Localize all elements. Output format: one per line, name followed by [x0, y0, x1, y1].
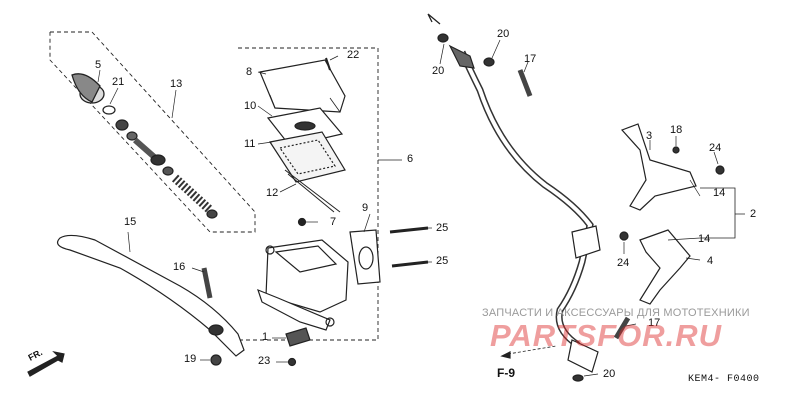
hose-clamp-4	[639, 229, 691, 305]
callout-21: 21	[112, 76, 125, 88]
brake-switch	[285, 327, 311, 347]
callout-14-b: 14	[698, 233, 711, 245]
washer-20b	[483, 57, 495, 67]
callout-24-b: 24	[617, 257, 630, 269]
washer-20c	[572, 374, 584, 382]
callout-8: 8	[246, 66, 253, 78]
nut-19	[210, 354, 222, 366]
callout-20-a: 20	[432, 65, 445, 77]
piston-spring-assembly	[115, 119, 218, 219]
callout-1: 1	[262, 331, 269, 343]
hose-fitting-bottom	[567, 339, 599, 373]
hose-fitting-top	[448, 44, 475, 69]
callout-25-lower: 25	[436, 255, 449, 267]
callout-3: 3	[646, 130, 653, 142]
screw-22	[325, 57, 331, 71]
callout-6: 6	[407, 153, 414, 165]
figure-reference: F-9	[497, 366, 515, 380]
callout-14-a: 14	[713, 187, 726, 199]
callout-17-a: 17	[524, 53, 537, 65]
master-cylinder-body	[257, 239, 349, 331]
circlip	[102, 105, 116, 115]
washer-20a	[437, 33, 449, 43]
callout-16: 16	[173, 261, 186, 273]
group-outline-6	[238, 47, 379, 341]
callout-22: 22	[347, 49, 360, 61]
front-arrow	[27, 351, 65, 377]
callout-18: 18	[670, 124, 683, 136]
float	[284, 169, 341, 213]
callout-17-b: 17	[648, 317, 661, 329]
holder	[349, 229, 381, 285]
diaphragm	[269, 131, 346, 183]
oil-bolt-17a	[517, 69, 533, 97]
pivot-bolt	[201, 267, 213, 299]
reservoir-cap	[259, 59, 346, 113]
callout-9: 9	[362, 202, 369, 214]
bolt-24b	[619, 231, 629, 241]
callout-25-upper: 25	[436, 222, 449, 234]
brake-lever	[57, 234, 245, 357]
hose-direction-arrow	[427, 13, 441, 25]
watermark-logo: PARTSFOR.RU	[490, 318, 723, 353]
callout-19: 19	[184, 353, 197, 365]
group-bracket-2	[700, 187, 745, 239]
bolt-25-lower	[391, 260, 429, 268]
screw-7	[297, 217, 307, 227]
callout-7: 7	[330, 216, 337, 228]
callout-15: 15	[124, 216, 137, 228]
callout-20-c: 20	[603, 368, 616, 380]
oil-bolt-17b	[613, 316, 631, 340]
hose-fitting-mid	[571, 225, 601, 259]
figure-ref-arrow	[507, 345, 557, 355]
callout-5: 5	[95, 59, 102, 71]
callout-12: 12	[266, 187, 279, 199]
callout-10: 10	[244, 100, 257, 112]
callout-11: 11	[244, 138, 256, 150]
bolt-25-upper	[389, 226, 429, 234]
callout-24-a: 24	[709, 142, 722, 154]
bolt-24a	[715, 165, 725, 175]
piston-boot	[71, 73, 105, 104]
group-outline-13	[49, 31, 256, 233]
callout-20-b: 20	[497, 28, 510, 40]
leader-lines	[97, 39, 719, 377]
hose-clamp-3	[620, 123, 697, 211]
diagram-code: KEM4- F0400	[688, 374, 760, 385]
watermark-tagline: ЗАПЧАСТИ И АКСЕССУАРЫ ДЛЯ МОТОТЕХНИКИ	[482, 307, 750, 319]
callout-4: 4	[707, 255, 714, 267]
callout-2: 2	[750, 208, 757, 220]
bolt-18	[672, 146, 680, 154]
screw-23	[287, 357, 297, 367]
callout-13: 13	[170, 78, 183, 90]
callout-23: 23	[258, 355, 271, 367]
